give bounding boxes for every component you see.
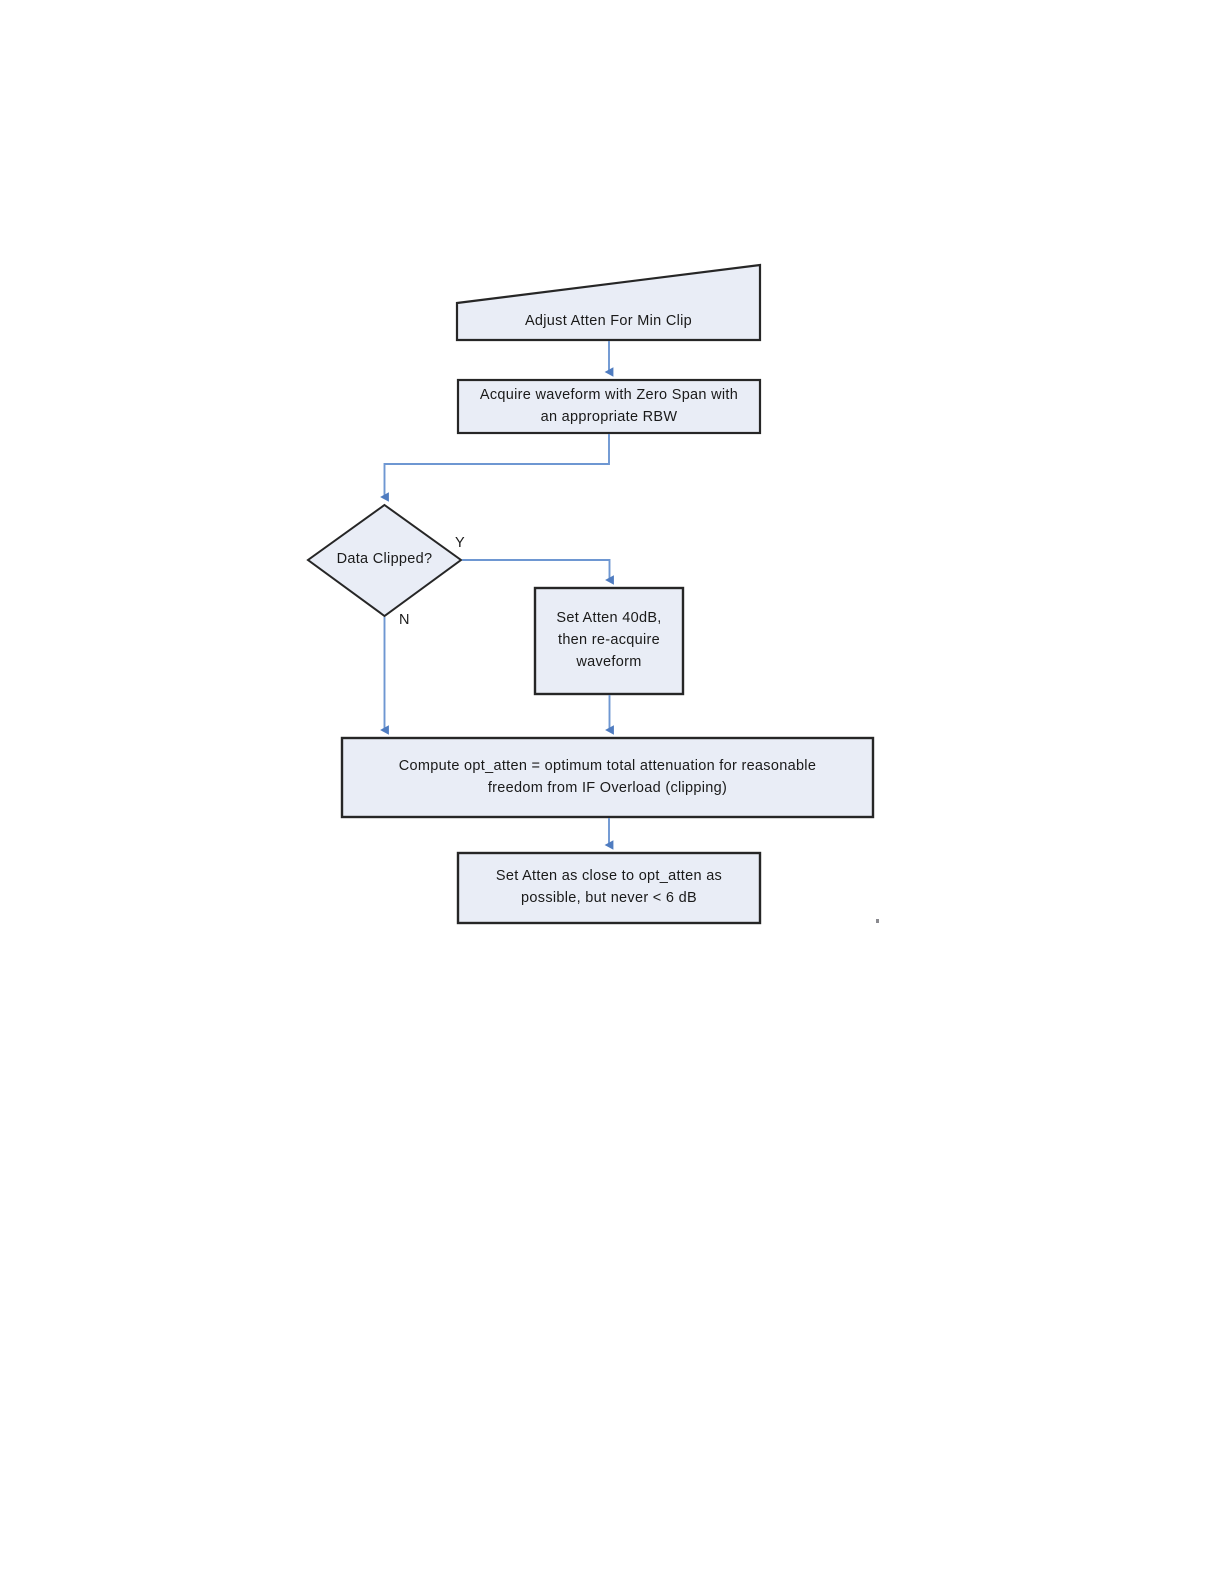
edge-label-no: N (399, 612, 410, 628)
node-shape-start[interactable] (455, 263, 762, 342)
edge-decision-yes-to-set40 (462, 559, 614, 585)
node-shape-compute[interactable] (340, 736, 875, 819)
edge-label-yes: Y (455, 535, 465, 551)
scan-artifact-dot (876, 919, 879, 923)
node-shape-acquire[interactable] (456, 378, 762, 435)
node-shape-setclose[interactable] (456, 851, 762, 925)
node-shape-decision[interactable] (306, 503, 463, 618)
edge-acquire-to-decision (380, 434, 610, 502)
node-shape-set40[interactable] (533, 586, 685, 696)
